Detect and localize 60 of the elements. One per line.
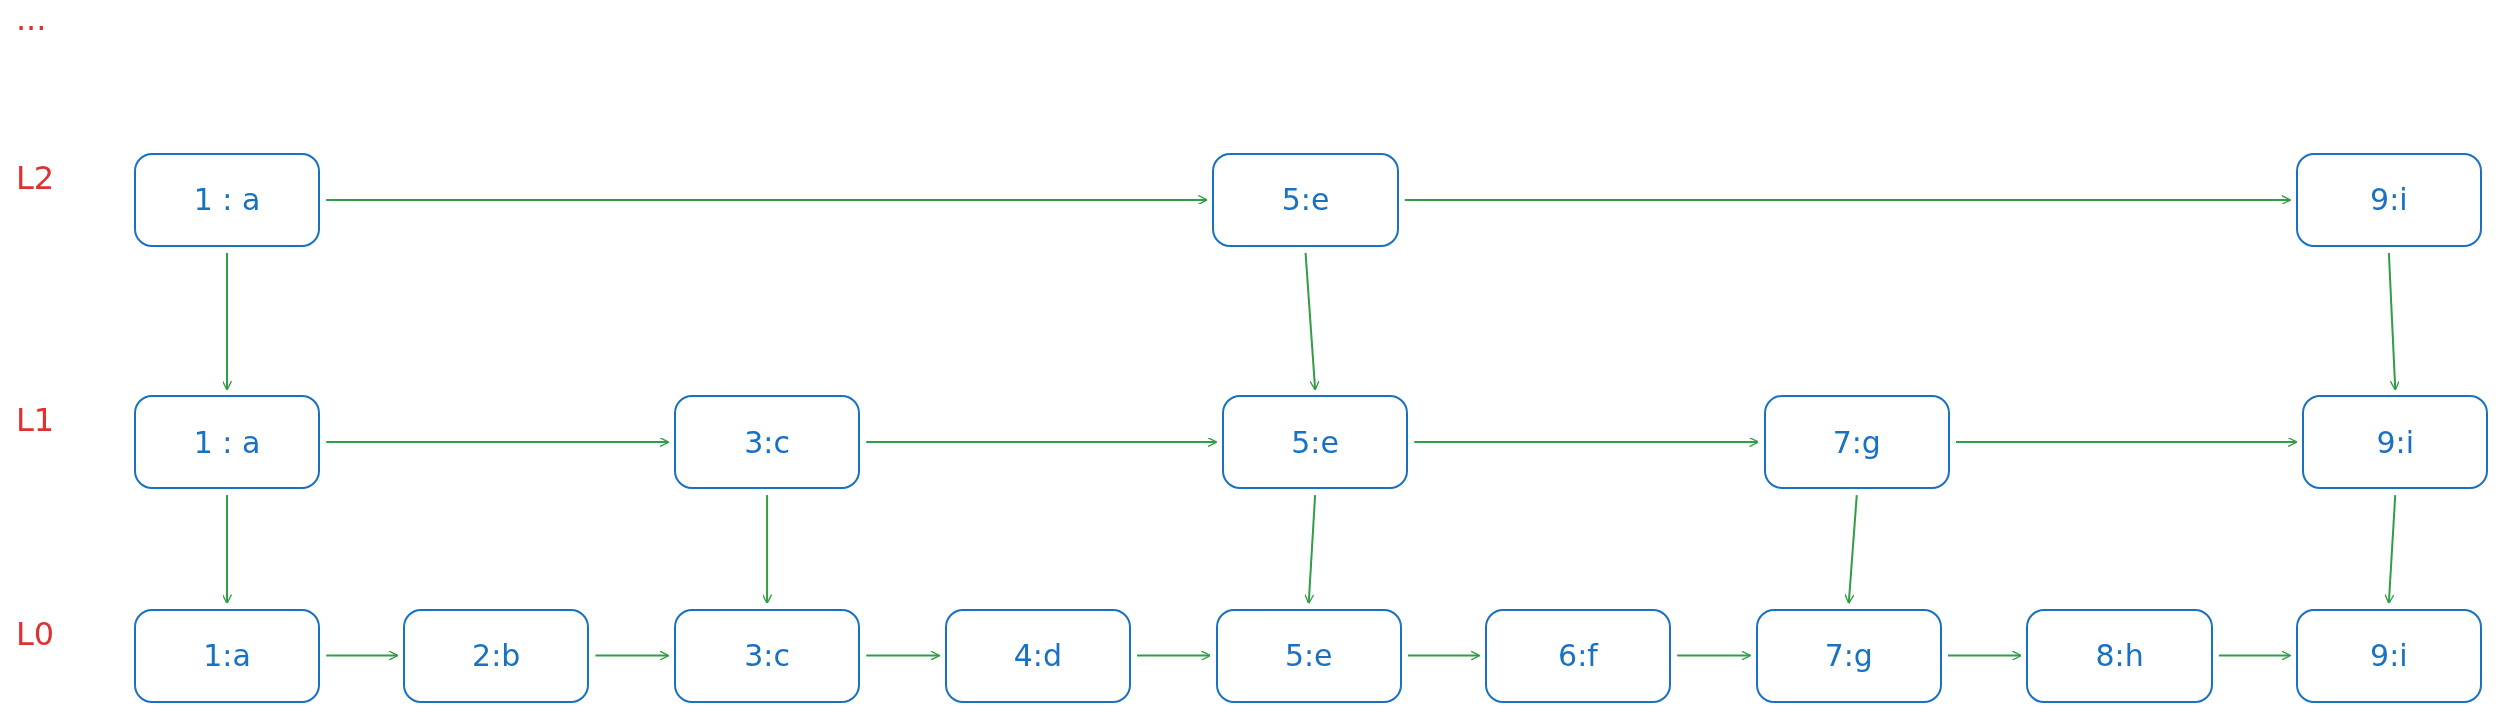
node-label: 7:g: [1824, 638, 1873, 674]
node-box: [1484, 608, 1672, 703]
node-label: 1 : a: [193, 424, 261, 460]
node-label: 9:i: [2376, 424, 2414, 460]
node-label: 1:a: [203, 638, 251, 674]
node-box: [133, 152, 321, 247]
arrow: [1954, 436, 2298, 448]
arrow: [2384, 494, 2397, 605]
arrow: [1844, 494, 1858, 605]
node-label: 5:e: [1281, 182, 1330, 218]
node-label: 8:h: [2095, 638, 2144, 674]
node-box: [1212, 152, 1399, 247]
arrow: [865, 650, 941, 661]
node-box: [673, 608, 861, 703]
arrow: [1413, 436, 1760, 448]
node-box: [133, 395, 321, 490]
node-label: 5:e: [1284, 638, 1333, 674]
arrow: [2217, 650, 2292, 661]
node-label: 6:f: [1558, 638, 1598, 674]
node-label: 7:g: [1832, 424, 1881, 460]
arrow: [1676, 650, 1752, 661]
arrow: [1304, 494, 1317, 605]
arrow: [1403, 194, 2292, 206]
node-label: 3:c: [744, 638, 790, 674]
node-box: [673, 395, 861, 490]
level-label: L0: [15, 614, 55, 653]
node-box: [2026, 608, 2213, 703]
arrow: [594, 650, 670, 661]
node-label: 3:c: [744, 424, 790, 460]
arrow: [325, 650, 399, 661]
arrow: [221, 251, 233, 391]
arrow: [1304, 251, 1320, 391]
node-box: [1763, 395, 1950, 490]
ellipsis-label: ...: [15, 0, 47, 38]
node-box: [944, 608, 1132, 703]
node-label: 5:e: [1291, 424, 1339, 460]
node-box: [403, 608, 590, 703]
node-label: 9:i: [2370, 182, 2408, 218]
arrow: [2387, 251, 2401, 391]
arrow: [325, 194, 1208, 206]
level-label: L2: [15, 159, 55, 198]
node-box: [1221, 395, 1409, 490]
arrow: [221, 494, 233, 605]
node-box: [1755, 608, 1942, 703]
node-box: [1215, 608, 1402, 703]
arrow: [865, 436, 1218, 448]
arrow: [1406, 650, 1481, 661]
node-label: 9:i: [2370, 638, 2408, 674]
level-label: L1: [15, 401, 55, 440]
node-box: [2295, 152, 2483, 247]
node-box: [133, 608, 321, 703]
node-box: [2295, 608, 2483, 703]
node-label: 2:b: [472, 638, 521, 674]
node-label: 1 : a: [193, 182, 261, 218]
node-label: 4:d: [1013, 638, 1062, 674]
arrow: [325, 436, 670, 448]
arrow: [1947, 650, 2022, 661]
arrow: [761, 494, 773, 605]
node-box: [2302, 395, 2489, 490]
arrow: [1136, 650, 1212, 661]
